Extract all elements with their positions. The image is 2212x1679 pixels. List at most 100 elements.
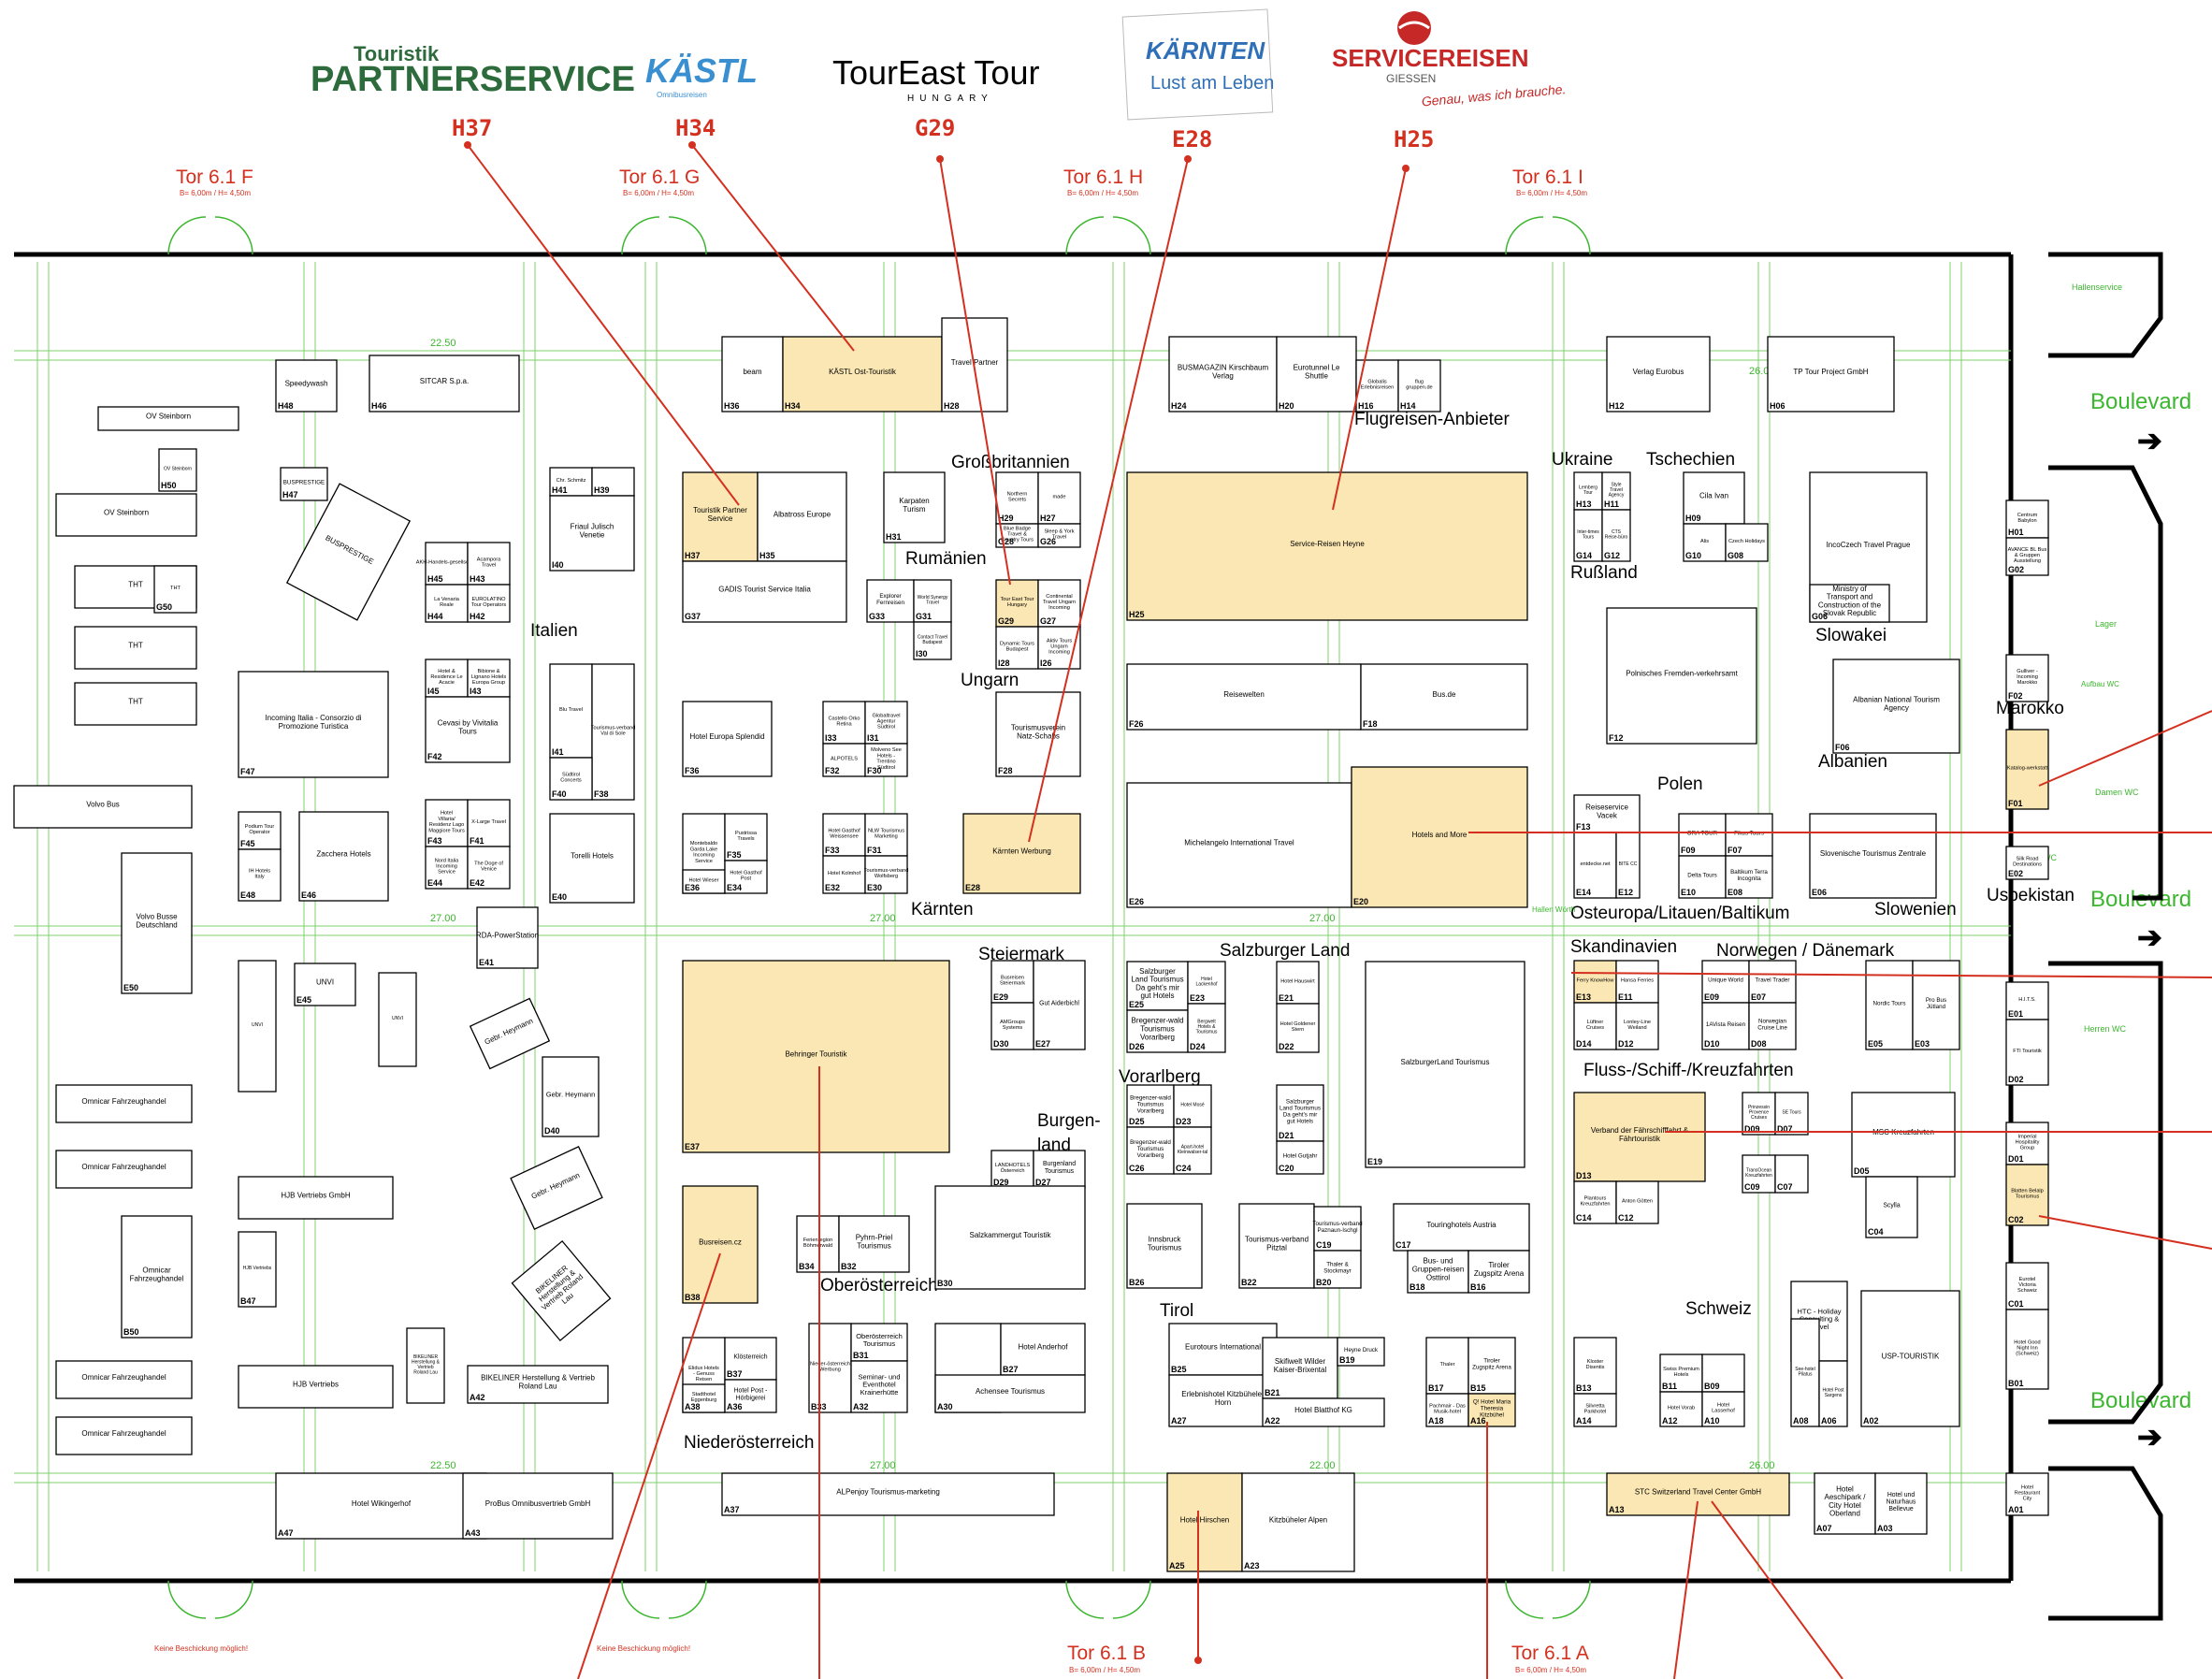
- booth-unvi1[interactable]: UNVI: [238, 960, 277, 1093]
- booth-tht3[interactable]: THT: [74, 682, 197, 726]
- booth-hjb2[interactable]: HJB Vertriebs GmbH: [238, 1176, 394, 1220]
- booth-gh3[interactable]: Gebr. Heymann: [510, 1146, 603, 1230]
- booth-omn2[interactable]: Omnicar Fahrzeughandel: [55, 1150, 193, 1189]
- gate-tor-6-1-h[interactable]: Tor 6.1 H B= 6,00m / H= 4,50m: [1063, 166, 1143, 197]
- booth-ovs1[interactable]: OV Steinborn: [97, 406, 239, 431]
- booth-omn1[interactable]: Omnicar Fahrzeughandel: [55, 1084, 193, 1123]
- booth-hjb3[interactable]: HJB Vertriebs: [238, 1365, 394, 1409]
- booth-ovs2[interactable]: OV Steinborn: [55, 493, 197, 537]
- booth-gh2[interactable]: Gebr. Heymann: [469, 997, 551, 1070]
- gate-tor-6-1-f[interactable]: Tor 6.1 F B= 6,00m / H= 4,50m: [176, 166, 253, 197]
- gate-tor-6-1-a[interactable]: Tor 6.1 A B= 6,00m / H= 4,50m: [1511, 1643, 1589, 1674]
- booth-vb[interactable]: Volvo Bus: [13, 785, 193, 829]
